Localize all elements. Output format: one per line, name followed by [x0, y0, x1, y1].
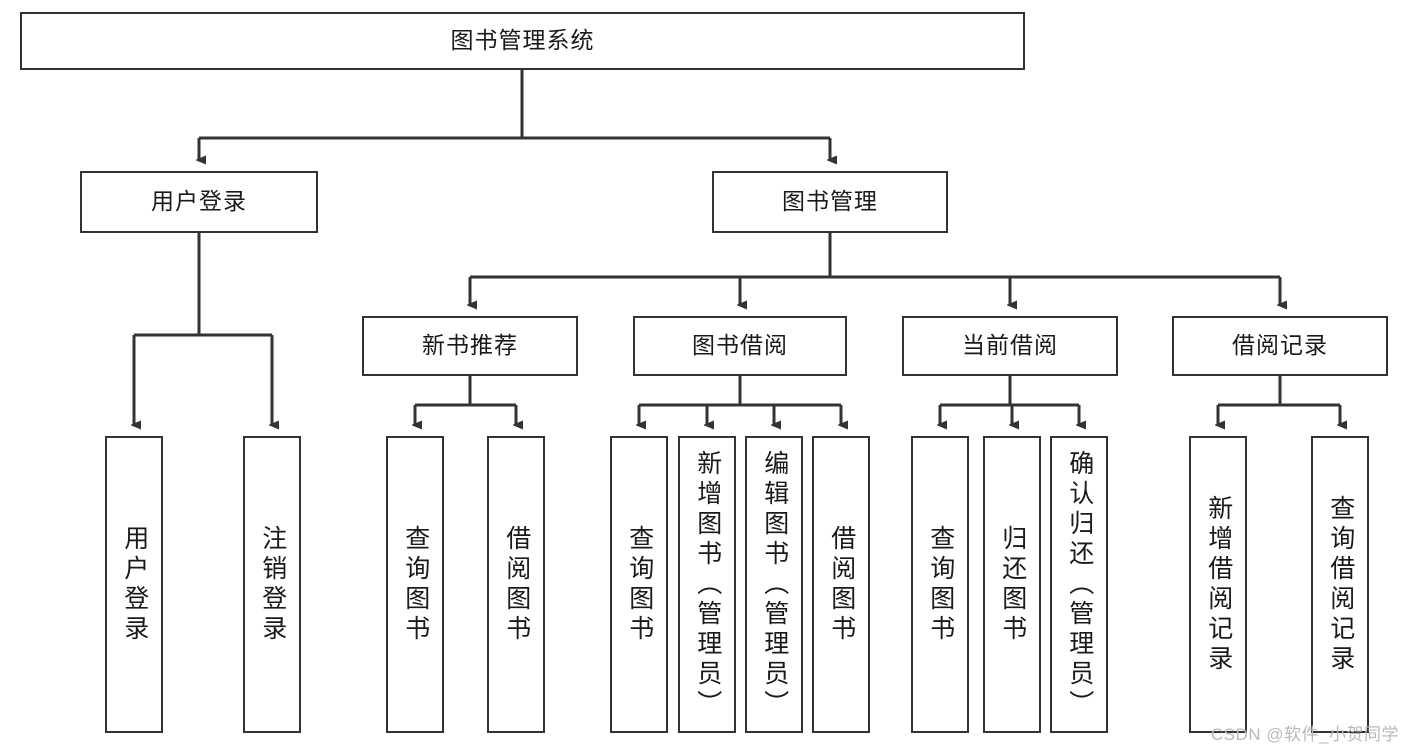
node-leaf-add-borrow-record[interactable]: 新增借阅记录: [1189, 436, 1247, 733]
node-leaf-return-book[interactable]: 归还图书: [983, 436, 1041, 733]
node-leaf-query-book-current-label: 查询图书: [926, 524, 955, 645]
node-leaf-query-book-borrowing-label: 查询图书: [625, 524, 654, 645]
node-borrowing-record-label: 借阅记录: [1232, 332, 1328, 359]
node-new-book-recommendation-label: 新书推荐: [422, 332, 518, 359]
node-leaf-user-login[interactable]: 用户登录: [105, 436, 163, 733]
node-leaf-logout-label: 注销登录: [258, 524, 287, 645]
node-book-management[interactable]: 图书管理: [712, 171, 948, 233]
node-leaf-confirm-return-admin[interactable]: 确认归还（管理员）: [1050, 436, 1108, 733]
node-leaf-query-book-current[interactable]: 查询图书: [911, 436, 969, 733]
node-book-borrowing[interactable]: 图书借阅: [633, 316, 847, 376]
node-leaf-return-book-label: 归还图书: [998, 524, 1027, 645]
node-leaf-borrow-book[interactable]: 借阅图书: [812, 436, 870, 733]
node-new-book-recommendation[interactable]: 新书推荐: [362, 316, 578, 376]
node-leaf-query-book-recommend-label: 查询图书: [401, 524, 430, 645]
node-leaf-borrow-book-recommend-label: 借阅图书: [502, 524, 531, 645]
node-leaf-add-borrow-record-label: 新增借阅记录: [1204, 494, 1233, 675]
node-leaf-confirm-return-admin-label: 确认归还（管理员）: [1065, 449, 1094, 720]
node-leaf-query-borrow-record[interactable]: 查询借阅记录: [1311, 436, 1369, 733]
node-user-login[interactable]: 用户登录: [80, 171, 318, 233]
node-leaf-query-book-borrowing[interactable]: 查询图书: [610, 436, 668, 733]
node-leaf-query-book-recommend[interactable]: 查询图书: [386, 436, 444, 733]
node-leaf-add-book-admin-label: 新增图书（管理员）: [693, 449, 722, 720]
node-leaf-borrow-book-recommend[interactable]: 借阅图书: [487, 436, 545, 733]
node-book-management-label: 图书管理: [782, 188, 878, 215]
node-root[interactable]: 图书管理系统: [20, 12, 1025, 70]
node-root-label: 图书管理系统: [450, 27, 595, 54]
node-leaf-query-borrow-record-label: 查询借阅记录: [1326, 494, 1355, 675]
node-leaf-edit-book-admin-label: 编辑图书（管理员）: [760, 449, 789, 720]
node-leaf-logout[interactable]: 注销登录: [243, 436, 301, 733]
node-book-borrowing-label: 图书借阅: [692, 332, 788, 359]
watermark-text: CSDN @软件_小贺同学: [1210, 725, 1399, 744]
node-user-login-label: 用户登录: [151, 188, 247, 215]
node-leaf-user-login-label: 用户登录: [120, 524, 149, 645]
node-leaf-edit-book-admin[interactable]: 编辑图书（管理员）: [745, 436, 803, 733]
node-current-borrowing-label: 当前借阅: [962, 332, 1058, 359]
node-leaf-add-book-admin[interactable]: 新增图书（管理员）: [678, 436, 736, 733]
node-current-borrowing[interactable]: 当前借阅: [902, 316, 1118, 376]
node-borrowing-record[interactable]: 借阅记录: [1172, 316, 1388, 376]
node-leaf-borrow-book-label: 借阅图书: [827, 524, 856, 645]
